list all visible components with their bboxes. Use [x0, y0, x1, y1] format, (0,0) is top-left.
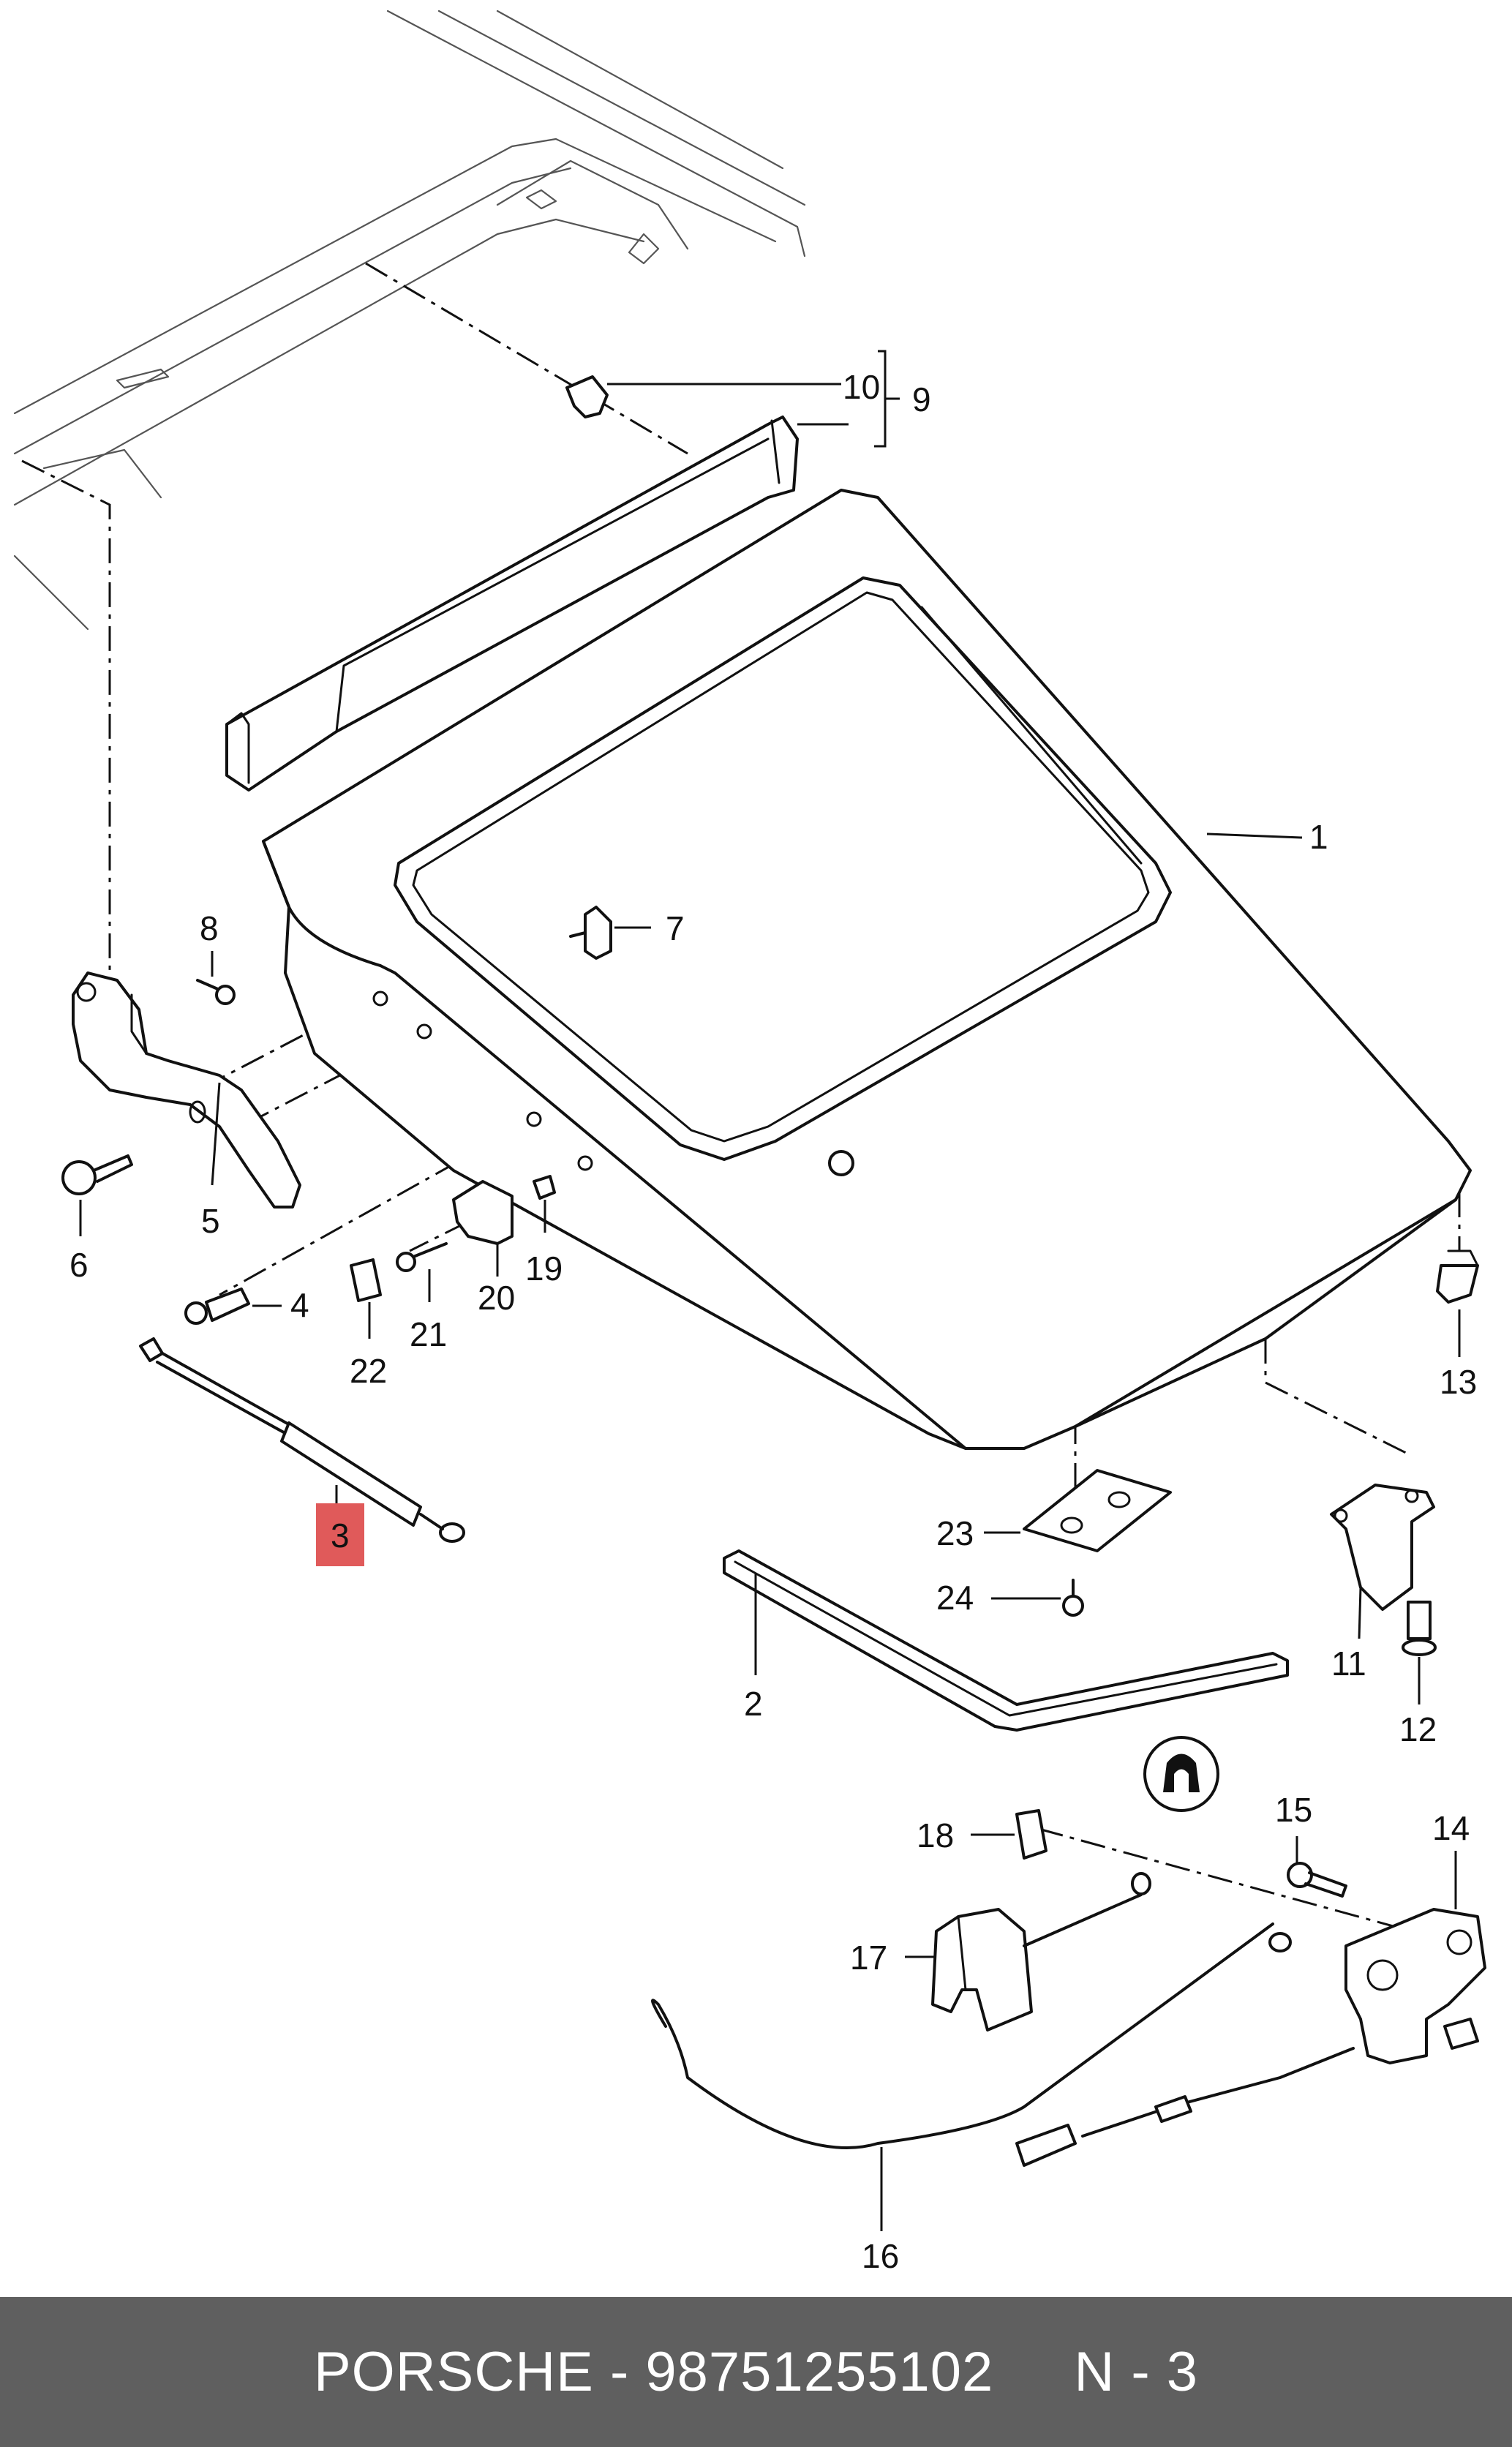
- callout-22[interactable]: 22: [350, 1352, 387, 1390]
- part-3-gas-strut: [139, 1337, 465, 1543]
- footer-part-number: 98751255102: [645, 2341, 994, 2403]
- part-18-clip: [1015, 1809, 1048, 1860]
- callout-7[interactable]: 7: [666, 909, 685, 947]
- callout-2[interactable]: 2: [744, 1685, 763, 1723]
- footer-brand: PORSCHE: [313, 2341, 594, 2403]
- part-11-lock-bracket: [1330, 1484, 1435, 1611]
- callout-24[interactable]: 24: [936, 1579, 974, 1617]
- callout-19[interactable]: 19: [525, 1249, 563, 1288]
- callout-20[interactable]: 20: [478, 1279, 515, 1317]
- part-16-release-cable: [651, 1872, 1355, 2167]
- callout-4[interactable]: 4: [290, 1286, 309, 1324]
- callout-5[interactable]: 5: [201, 1202, 220, 1240]
- footer-bar: PORSCHE - 98751255102 N - 3: [0, 2297, 1512, 2447]
- car-body-outline: [13, 10, 806, 631]
- callout-18[interactable]: 18: [917, 1816, 954, 1854]
- part-5-hinge: [72, 971, 301, 1209]
- callout-8[interactable]: 8: [200, 909, 219, 947]
- callout-14[interactable]: 14: [1432, 1809, 1470, 1847]
- part-17-cover: [931, 1908, 1033, 2031]
- part-21-screw: [396, 1242, 448, 1272]
- seal-profile-symbol: [1143, 1736, 1219, 1812]
- callout-23[interactable]: 23: [936, 1514, 974, 1552]
- callout-leaders: [79, 350, 1461, 2231]
- part-23-striker-plate: [1023, 1469, 1172, 1552]
- part-20-buffer: [452, 1180, 514, 1245]
- part-2-lower-seal: [723, 1549, 1289, 1732]
- callout-1[interactable]: 1: [1309, 818, 1328, 856]
- part-6-bolt: [61, 1154, 133, 1195]
- part-7-retainer: [569, 906, 612, 960]
- highlight-box-part-3: [316, 1503, 364, 1566]
- part-4-ball-stud: [184, 1288, 250, 1325]
- footer-page-ref: N - 3: [1074, 2341, 1199, 2403]
- part-15-bolt: [1287, 1862, 1347, 1898]
- callout-16[interactable]: 16: [862, 2237, 899, 2275]
- footer-separator: -: [609, 2341, 630, 2403]
- callout-3[interactable]: 3: [331, 1516, 350, 1555]
- part-8-screw: [196, 979, 236, 1005]
- parts-diagram: 1 2 3 4 5 6 7 8 9 10 11 12 13 14 15 16 1…: [13, 10, 1486, 2275]
- callout-10[interactable]: 10: [843, 368, 880, 406]
- part-10-clip: [565, 375, 609, 418]
- callout-17[interactable]: 17: [850, 1939, 887, 1977]
- part-22-pad: [350, 1258, 382, 1302]
- callout-9[interactable]: 9: [912, 380, 931, 418]
- part-19-bushing: [533, 1175, 556, 1200]
- callout-11[interactable]: 11: [1331, 1645, 1366, 1683]
- part-24-screw: [1062, 1579, 1084, 1617]
- callout-6[interactable]: 6: [69, 1246, 89, 1284]
- part-12-bolt: [1402, 1601, 1437, 1656]
- part-13-stop-buffer: [1436, 1249, 1479, 1304]
- callout-15[interactable]: 15: [1275, 1791, 1312, 1829]
- callout-labels: 1 2 3 4 5 6 7 8 9 10 11 12 13 14 15 16 1…: [69, 368, 1477, 2275]
- assembly-guide-lines: [21, 262, 1461, 1933]
- part-14-latch: [1344, 1908, 1486, 2064]
- callout-13[interactable]: 13: [1440, 1363, 1477, 1401]
- callout-12[interactable]: 12: [1399, 1710, 1437, 1748]
- part-1-lid-panel: [262, 489, 1472, 1450]
- callout-21[interactable]: 21: [410, 1315, 447, 1353]
- part-9-upper-seal-strip: [225, 416, 799, 792]
